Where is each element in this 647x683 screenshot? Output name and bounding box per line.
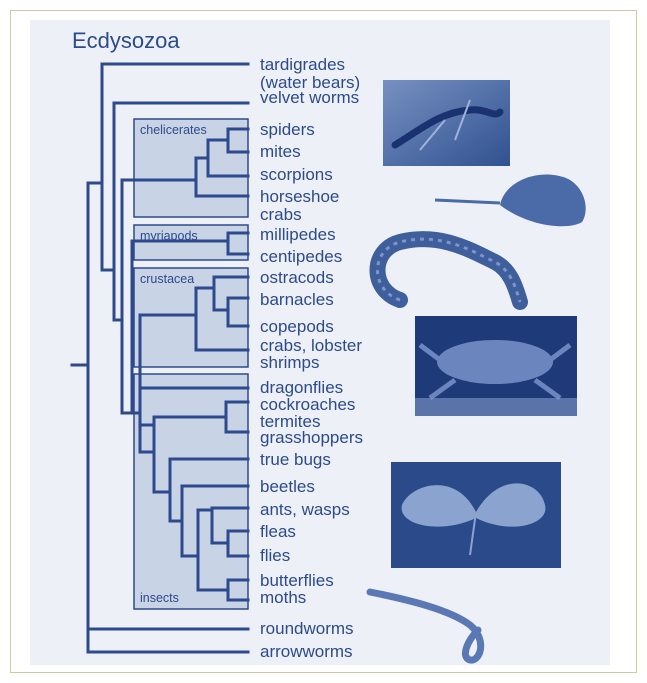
velvet-worm-photo [383, 80, 510, 166]
taxon-label-moths: moths [260, 588, 306, 607]
centipede-photo [378, 239, 521, 302]
taxon-label-centipedes: centipedes [260, 247, 342, 266]
taxon-label-ostracods: ostracods [260, 268, 334, 287]
taxon-label-roundworms: roundworms [260, 619, 354, 638]
centipede-icon [378, 239, 521, 302]
taxon-label-true-bugs: true bugs [260, 450, 331, 469]
taxon-label-spiders: spiders [260, 120, 315, 139]
butterfly-photo [391, 462, 561, 568]
taxon-label-millipedes: millipedes [260, 225, 336, 244]
roundworm-icon [370, 592, 481, 660]
taxon-label-beetles: beetles [260, 477, 315, 496]
taxon-label-mites: mites [260, 142, 301, 161]
taxon-label-shrimps: shrimps [260, 353, 320, 372]
group-box-insects [134, 374, 248, 609]
group-label-crustacea: crustacea [140, 272, 194, 286]
taxon-label-velvet-worms: velvet worms [260, 88, 359, 107]
horseshoe-crab-photo [435, 174, 586, 226]
taxon-label-fleas: fleas [260, 522, 296, 541]
taxon-label-ants-wasps: ants, wasps [260, 500, 350, 519]
diagram-title: Ecdysozoa [72, 28, 180, 53]
crab-icon [437, 340, 553, 384]
horseshoe-crab-icon [500, 174, 586, 226]
group-label-insects: insects [140, 591, 179, 605]
crab-photo [415, 316, 577, 416]
taxon-label-arrowworms: arrowworms [260, 642, 353, 661]
taxon-label-flies: flies [260, 546, 290, 565]
taxon-label-barnacles: barnacles [260, 290, 334, 309]
taxon-label-horseshoe-crabs-line-1: horseshoe [260, 187, 339, 206]
taxon-labels: tardigrades(water bears)velvet wormsspid… [260, 55, 363, 661]
taxon-label-horseshoe-crabs-line-2: crabs [260, 205, 302, 224]
roundworm-photo [370, 592, 481, 660]
taxon-label-copepods: copepods [260, 317, 334, 336]
taxon-label-tardigrades-line-1: tardigrades [260, 55, 345, 74]
taxon-label-grasshoppers: grasshoppers [260, 428, 363, 447]
taxon-label-scorpions: scorpions [260, 165, 333, 184]
group-label-chelicerates: chelicerates [140, 123, 207, 137]
